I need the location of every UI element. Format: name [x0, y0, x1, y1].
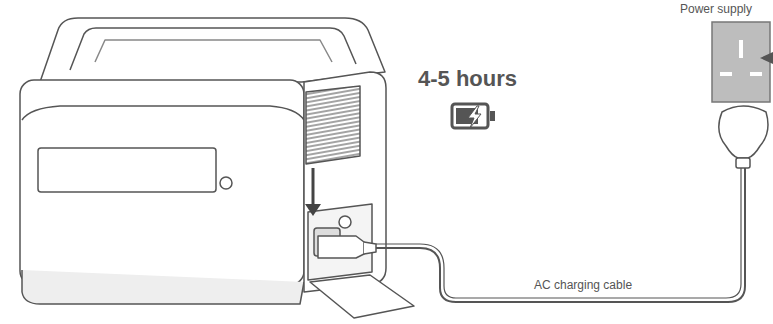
- base: [22, 270, 304, 304]
- display-window: [38, 148, 216, 192]
- wall-plug: [719, 106, 768, 168]
- part-label: Power supply: [680, 2, 752, 16]
- power-button: [220, 177, 232, 189]
- socket-arrow: [760, 52, 773, 64]
- vent-grille: [306, 86, 360, 164]
- ac-plug: [318, 236, 364, 258]
- charge-time-label: 4-5 hours: [418, 66, 517, 92]
- port-bay: [308, 204, 372, 280]
- ac-charging-cable: [376, 168, 745, 302]
- cable-edge: [376, 168, 741, 298]
- lid-recess: [70, 28, 356, 70]
- cable-label: AC charging cable: [534, 278, 632, 292]
- insert-arrow: [305, 204, 321, 216]
- battery-icon: [452, 104, 495, 128]
- front-bumper: [22, 106, 304, 120]
- side-panel: [304, 72, 386, 292]
- wall-socket: [712, 22, 770, 102]
- front-face: [20, 80, 304, 285]
- breaker: [339, 216, 351, 228]
- handle-recess: [95, 40, 332, 62]
- port-flap: [310, 275, 414, 318]
- lid: [40, 18, 385, 82]
